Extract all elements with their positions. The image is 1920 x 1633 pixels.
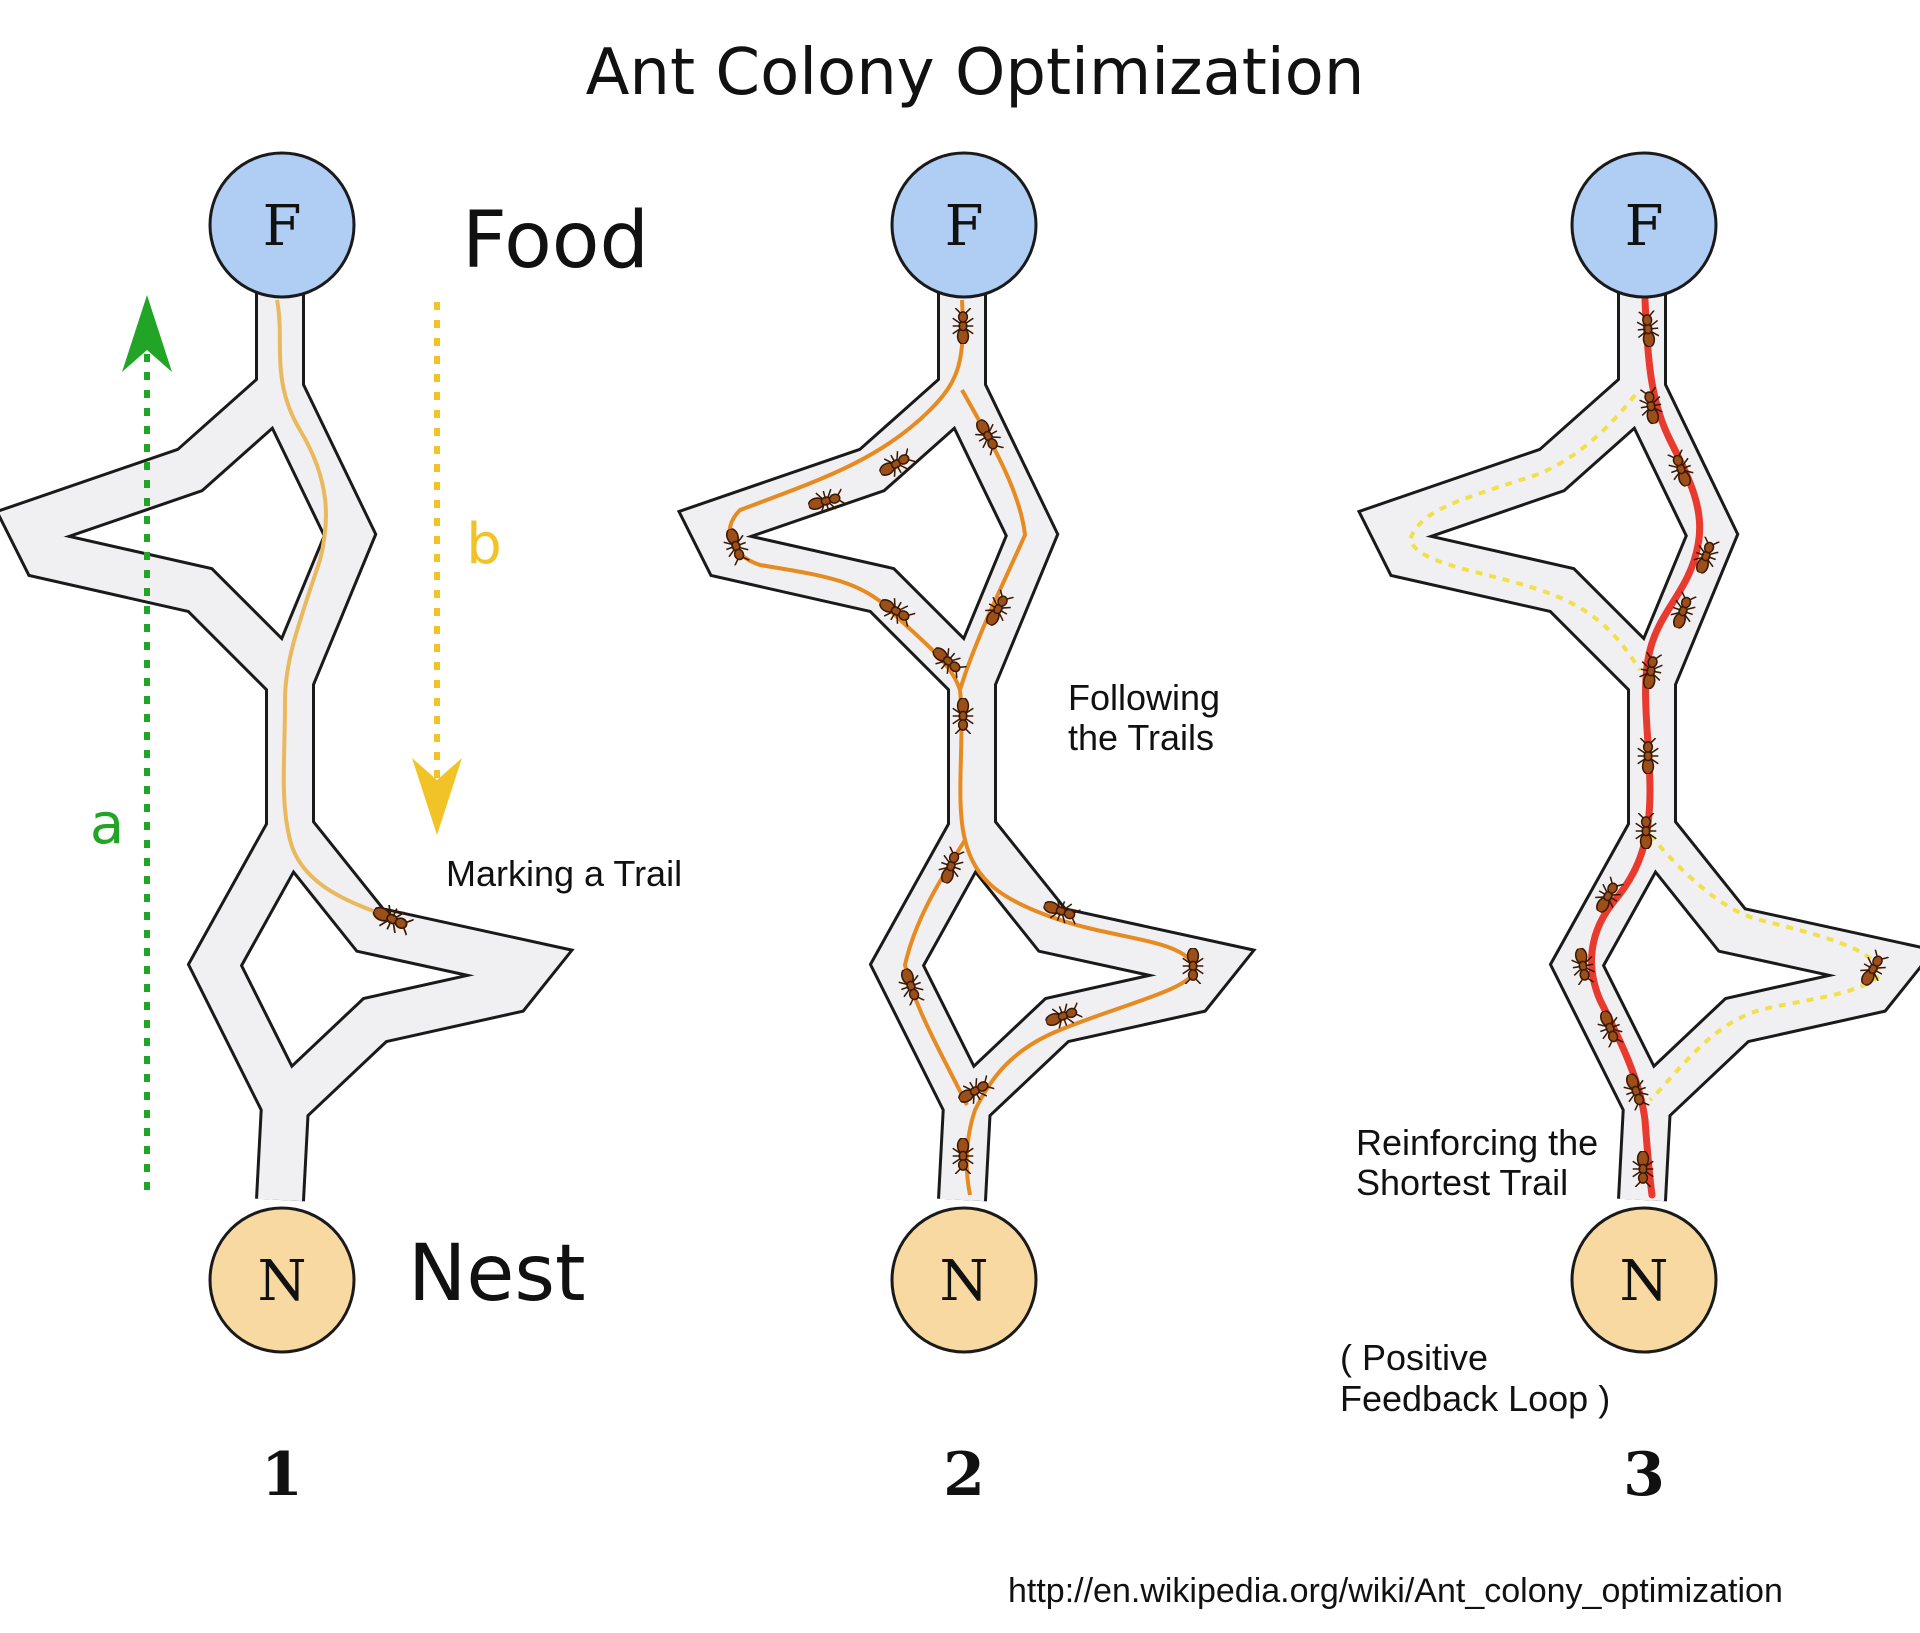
nest-node-label: N <box>258 1249 307 1314</box>
feedback-label-line2: Feedback Loop ) <box>1340 1378 1610 1419</box>
food-node: F <box>890 151 1038 299</box>
food-node-label: F <box>1625 194 1664 259</box>
panel-number-1: 1 <box>261 1440 303 1510</box>
food-label: Food <box>462 196 649 286</box>
arrow-b: b <box>412 302 502 835</box>
nest-node: N <box>208 1206 356 1354</box>
nest-node-label: N <box>1620 1249 1669 1314</box>
nest-node: N <box>890 1206 1038 1354</box>
faint-trail <box>275 299 386 917</box>
corridor-network-1 <box>0 260 575 1202</box>
food-node-label: F <box>263 194 302 259</box>
arrow-a: a <box>90 295 172 1190</box>
following-trails-label-line1: Following <box>1068 677 1220 718</box>
nest-node-label: N <box>940 1249 989 1314</box>
food-node: F <box>1570 151 1718 299</box>
arrow-a-label: a <box>90 792 124 857</box>
following-trails-label-line2: the Trails <box>1068 717 1214 758</box>
nest-label: Nest <box>408 1229 586 1319</box>
diagram-title: Ant Colony Optimization <box>586 36 1365 110</box>
reinforcing-label-line2: Shortest Trail <box>1356 1162 1568 1203</box>
food-node: F <box>208 151 356 299</box>
food-node-label: F <box>945 194 984 259</box>
dotted-trail <box>1407 393 1883 1102</box>
feedback-label-line1: ( Positive <box>1340 1337 1488 1378</box>
panel-3: F N Reinforcing the Shortest Trail ( Pos… <box>1340 151 1920 1510</box>
panel-2: F N Following the Trails 2 <box>676 151 1257 1510</box>
arrow-b-label: b <box>466 512 502 577</box>
marking-trail-label: Marking a Trail <box>446 853 682 894</box>
nest-node: N <box>1570 1206 1718 1354</box>
source-url: http://en.wikipedia.org/wiki/Ant_colony_… <box>1008 1572 1783 1610</box>
panel-number-2: 2 <box>943 1440 985 1510</box>
panel-1: F N a b Food Nest Marking a Trail 1 <box>0 151 682 1510</box>
panel-number-3: 3 <box>1623 1440 1665 1510</box>
corridor-network-3 <box>1356 260 1920 1202</box>
reinforcing-label-line1: Reinforcing the <box>1356 1122 1598 1163</box>
